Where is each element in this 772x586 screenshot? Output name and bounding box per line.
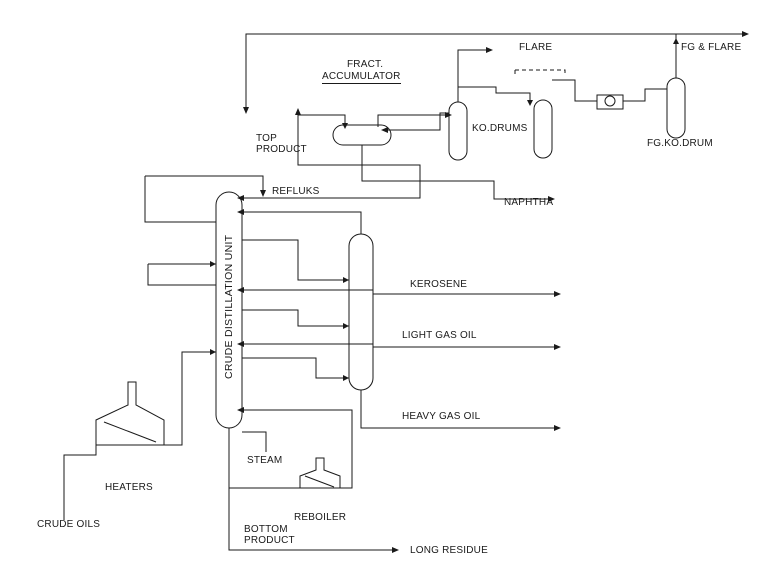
crude-oils-label: CRUDE OILS xyxy=(37,519,101,530)
top-product-label-line1: TOP xyxy=(256,133,277,144)
kerosene-label: KEROSENE xyxy=(410,279,468,290)
fract-accumulator-drum xyxy=(332,124,392,146)
crude-distillation-unit-label: CRUDE DISTILLATION UNIT xyxy=(223,234,235,379)
reboiler-coil xyxy=(304,475,335,488)
heater-furnace xyxy=(95,381,165,446)
bottom-product-label-line1: BOTTOM xyxy=(244,524,288,535)
fg-flare-label: FG & FLARE xyxy=(681,42,742,53)
fg-ko-drum xyxy=(666,77,686,139)
refluks-label: REFLUKS xyxy=(272,186,320,197)
flare-label: FLARE xyxy=(519,42,553,53)
heaters-label: HEATERS xyxy=(105,482,153,493)
bottom-product-label: BOTTOM PRODUCT xyxy=(244,524,295,546)
top-product-label-line2: PRODUCT xyxy=(256,144,307,155)
ko-drum-1 xyxy=(448,101,468,161)
long-residue-label: LONG RESIDUE xyxy=(410,545,488,556)
reboiler-label: REBOILER xyxy=(294,512,347,523)
fract-accumulator-label: FRACT. xyxy=(347,59,383,70)
side-stripper-column xyxy=(348,233,374,391)
steam-label: STEAM xyxy=(247,455,283,466)
heavy-gas-oil-label: HEAVY GAS OIL xyxy=(402,411,481,422)
fract-accumulator-label-line2: ACCUMULATOR xyxy=(322,71,401,82)
fract-accumulator-label-2: ACCUMULATOR xyxy=(322,71,401,84)
ko-drum-2 xyxy=(533,99,553,159)
top-product-label: TOP PRODUCT xyxy=(256,133,307,155)
fg-ko-drum-label: FG.KO.DRUM xyxy=(647,138,713,149)
light-gas-oil-label: LIGHT GAS OIL xyxy=(402,330,477,341)
bottom-product-label-line2: PRODUCT xyxy=(244,535,295,546)
fract-accumulator-label-line1: FRACT. xyxy=(347,59,384,70)
ko-drums-label: KO.DRUMS xyxy=(472,123,528,134)
compressor-icon xyxy=(604,95,616,107)
heater-coil xyxy=(103,421,157,443)
reboiler xyxy=(299,457,341,489)
naphtha-label: NAPHTHA xyxy=(504,197,554,208)
